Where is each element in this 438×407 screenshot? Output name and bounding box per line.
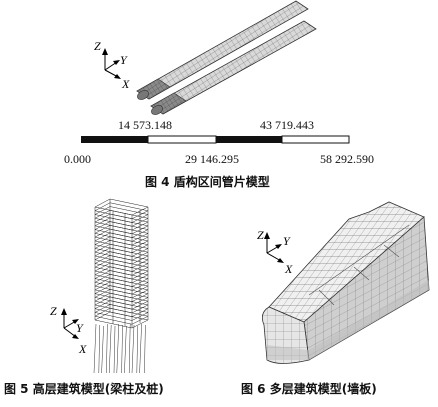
figure-4-graphics: Z Y X (81, 0, 350, 144)
tunnel-segment-tube-1 (136, 0, 309, 100)
fig4-axis-y-label: Y (120, 53, 128, 67)
scale-bar-segment-4 (281, 135, 350, 144)
fig4-axis-triad (102, 48, 121, 79)
figure-5-graphics: Z Y X (50, 198, 149, 374)
fig6-axis-triad (264, 232, 284, 263)
fig5-axis-z-label: Z (50, 304, 57, 318)
fig6-axis-y-label: Y (283, 234, 291, 248)
figure-6: Z Y X 图 6 多层建筑模型(墙板) (219, 195, 438, 403)
fig4-axis-z-label: Z (94, 39, 101, 53)
tunnel-segment-tube-2 (150, 20, 317, 115)
scale-label-0: 0.000 (64, 152, 91, 166)
scale-bar-segment-3 (216, 136, 282, 143)
figure-4: Z Y X 14 573.148 43 719.443 0.000 29 146… (0, 0, 438, 195)
fig5-axis-x-label: X (78, 342, 87, 356)
scale-bar (81, 135, 350, 144)
fig4-axis-x-label: X (121, 77, 130, 91)
scale-bar-segment-1 (81, 136, 148, 143)
fig5-axis-y-label: Y (76, 321, 84, 335)
multistory-wall-model (261, 201, 430, 364)
figure-6-caption: 图 6 多层建筑模型(墙板) (241, 382, 377, 396)
fig6-axis-z-label: Z (257, 228, 264, 242)
figure-6-graphics: Z Y X (257, 201, 430, 364)
highrise-frame-model (94, 198, 149, 329)
figure-4-caption: 图 4 盾构区间管片模型 (145, 175, 270, 189)
fig5-axis-triad (61, 308, 79, 339)
scale-label-58292: 58 292.590 (320, 152, 374, 166)
scale-label-29146: 29 146.295 (185, 152, 239, 166)
pile-lines (93, 323, 146, 374)
scale-label-43719: 43 719.443 (260, 118, 314, 132)
fig6-axis-x-label: X (284, 262, 293, 276)
figure-5: Z Y X 图 5 高层建筑模型(梁柱及桩) (0, 195, 219, 403)
figure-5-caption: 图 5 高层建筑模型(梁柱及桩) (4, 382, 164, 396)
scale-bar-segment-2 (147, 135, 217, 144)
scale-label-14573: 14 573.148 (118, 118, 172, 132)
